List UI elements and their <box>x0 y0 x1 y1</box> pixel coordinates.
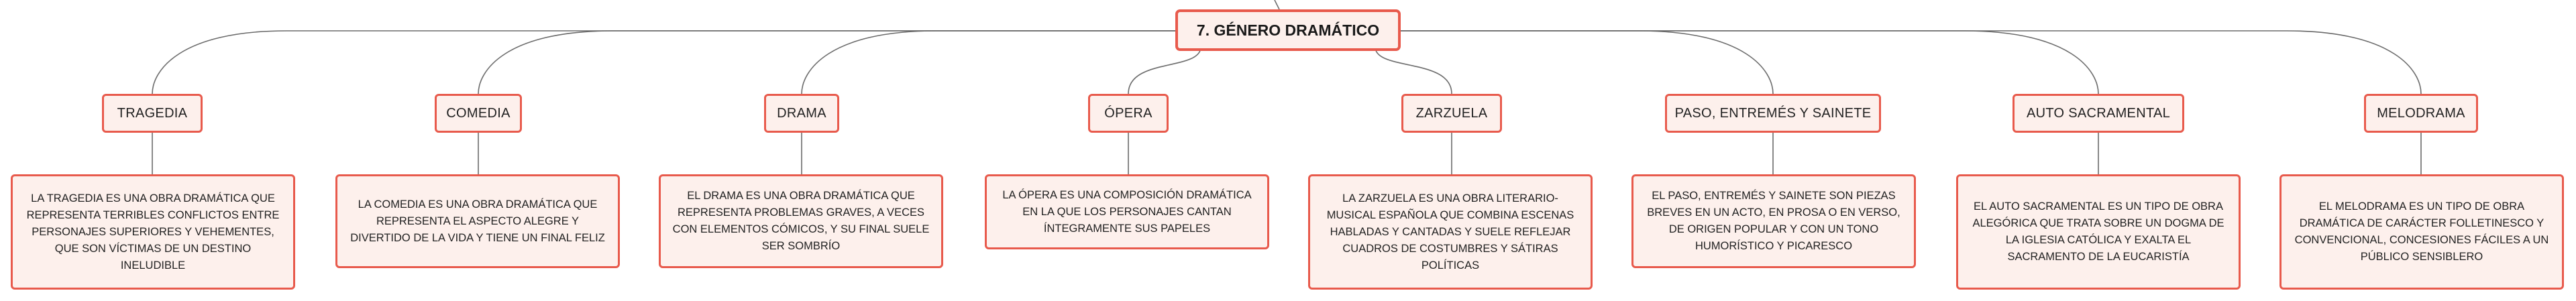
description-node-tragedia[interactable]: LA TRAGEDIA ES UNA OBRA DRAMÁTICA QUE RE… <box>11 174 295 290</box>
category-node-opera[interactable]: ÓPERA <box>1088 94 1169 133</box>
category-node-auto-sacramental[interactable]: AUTO SACRAMENTAL <box>2012 94 2184 133</box>
category-label: PASO, ENTREMÉS Y SAINETE <box>1674 105 1872 121</box>
description-text: EL PASO, ENTREMÉS Y SAINETE SON PIEZAS B… <box>1647 190 1900 252</box>
description-text: EL DRAMA ES UNA OBRA DRAMÁTICA QUE REPRE… <box>672 190 930 252</box>
connector-root-to-category <box>1401 30 2422 95</box>
connector-root-to-category <box>1375 46 1452 95</box>
category-node-zarzuela[interactable]: ZARZUELA <box>1401 94 1502 133</box>
description-text: LA COMEDIA ES UNA OBRA DRAMÁTICA QUE REP… <box>350 198 605 244</box>
description-node-opera[interactable]: LA ÓPERA ES UNA COMPOSICIÓN DRAMÁTICA EN… <box>985 174 1269 249</box>
description-text: LA TRAGEDIA ES UNA OBRA DRAMÁTICA QUE RE… <box>26 192 280 272</box>
category-node-tragedia[interactable]: TRAGEDIA <box>102 94 203 133</box>
root-node[interactable]: 7. GÉNERO DRAMÁTICO <box>1175 9 1401 51</box>
description-text: EL AUTO SACRAMENTAL ES UN TIPO DE OBRA A… <box>1972 200 2224 263</box>
connector-root-to-category <box>152 30 1175 95</box>
description-text: LA ÓPERA ES UNA COMPOSICIÓN DRAMÁTICA EN… <box>1002 188 1252 235</box>
root-top-connector <box>1274 0 1280 10</box>
category-label: DRAMA <box>777 105 826 121</box>
category-label: TRAGEDIA <box>117 105 188 121</box>
category-node-drama[interactable]: DRAMA <box>764 94 839 133</box>
connector-root-to-category <box>1128 46 1201 95</box>
connector-root-to-category <box>478 30 1175 95</box>
connector-root-to-category <box>801 30 1175 95</box>
category-node-paso-entremes-sainete[interactable]: PASO, ENTREMÉS Y SAINETE <box>1665 94 1881 133</box>
description-node-auto-sacramental[interactable]: EL AUTO SACRAMENTAL ES UN TIPO DE OBRA A… <box>1956 174 2241 290</box>
connector-root-to-category <box>1401 30 2099 95</box>
category-label: ÓPERA <box>1104 105 1152 121</box>
description-node-drama[interactable]: EL DRAMA ES UNA OBRA DRAMÁTICA QUE REPRE… <box>659 174 943 268</box>
category-label: MELODRAMA <box>2377 105 2465 121</box>
connector-root-to-category <box>1401 30 1774 95</box>
category-label: ZARZUELA <box>1415 105 1488 121</box>
category-node-melodrama[interactable]: MELODRAMA <box>2364 94 2478 133</box>
description-node-comedia[interactable]: LA COMEDIA ES UNA OBRA DRAMÁTICA QUE REP… <box>335 174 620 268</box>
description-text: LA ZARZUELA ES UNA OBRA LITERARIO-MUSICA… <box>1326 192 1574 272</box>
category-label: AUTO SACRAMENTAL <box>2026 105 2171 121</box>
description-node-melodrama[interactable]: EL MELODRAMA ES UN TIPO DE OBRA DRAMÁTIC… <box>2279 174 2564 290</box>
category-label: COMEDIA <box>446 105 511 121</box>
root-label: 7. GÉNERO DRAMÁTICO <box>1196 21 1380 39</box>
description-node-zarzuela[interactable]: LA ZARZUELA ES UNA OBRA LITERARIO-MUSICA… <box>1308 174 1593 290</box>
description-text: EL MELODRAMA ES UN TIPO DE OBRA DRAMÁTIC… <box>2294 200 2549 263</box>
description-node-paso-entremes-sainete[interactable]: EL PASO, ENTREMÉS Y SAINETE SON PIEZAS B… <box>1631 174 1916 268</box>
category-node-comedia[interactable]: COMEDIA <box>435 94 522 133</box>
